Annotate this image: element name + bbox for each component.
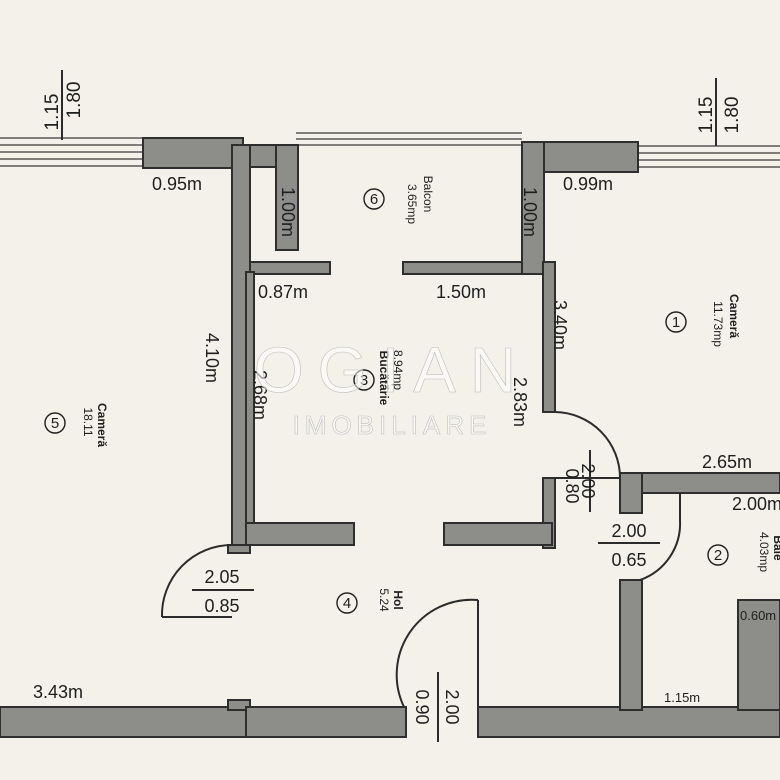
room-4-name: Hol [391, 590, 405, 609]
room-1-number: 1 [672, 314, 680, 331]
room-5-area: 18.11 [81, 407, 95, 436]
room-1-name: Cameră [727, 294, 741, 338]
room-5-camera: 5 Cameră 18.11 [44, 403, 109, 447]
room-3-area: 8.94mp [391, 350, 405, 390]
door-label-kitchen: 2.00 0.80 [562, 450, 598, 512]
room-4-number: 4 [343, 595, 351, 612]
room-6-number: 6 [370, 191, 378, 208]
door-room5 [160, 544, 233, 618]
window-right [636, 145, 780, 168]
room-6-balcon: 6 Balcon 3.65mp [363, 176, 435, 224]
dim-340: 3.40m [550, 300, 570, 350]
room-3-number: 3 [360, 372, 368, 389]
room-6-name: Balcon [421, 176, 435, 213]
watermark-logo: OGIAN IMOBILIARE [254, 334, 530, 441]
dim-100-right: 1.00m [520, 187, 540, 237]
dim-200-baie: 2.00m [732, 494, 780, 514]
svg-text:IMOBILIARE: IMOBILIARE [293, 410, 492, 440]
dim-087: 0.87m [258, 282, 308, 302]
door-label-entrance: 2.00 0.90 [412, 672, 462, 742]
door-label-room5: 2.05 0.85 [192, 567, 254, 616]
window-notation-right: 1.15 1.80 [696, 78, 743, 146]
dim-060: 0.60m [740, 608, 776, 623]
window-notation-left: 1.15 1.80 [42, 70, 85, 140]
room-3-name: Bucătărie [377, 351, 391, 406]
room-2-name: Baie [771, 535, 780, 561]
door-kitchen-top: 2.00 [578, 463, 598, 498]
door-entrance [395, 598, 479, 708]
dim-283: 2.83m [510, 377, 530, 427]
room-4-area: 5.24 [377, 588, 391, 612]
door-room5-bottom: 0.85 [204, 596, 239, 616]
dim-150: 1.50m [436, 282, 486, 302]
dim-265: 2.65m [702, 452, 752, 472]
door-kitchen [554, 411, 621, 479]
room-1-camera: 1 Cameră 11.73mp [665, 294, 741, 347]
door-room5-top: 2.05 [204, 567, 239, 587]
room-1-area: 11.73mp [711, 301, 725, 347]
dim-099: 0.99m [563, 174, 613, 194]
window-left-top: 1.15 [42, 94, 63, 131]
window-left [0, 137, 145, 167]
dim-268: 2.68m [250, 370, 270, 420]
svg-text:OGIAN: OGIAN [254, 334, 530, 406]
room-2-number: 2 [714, 547, 722, 564]
window-balcony [296, 132, 522, 146]
dim-115: 1.15m [664, 690, 700, 705]
room-3-bucatarie: 3 Bucătărie 8.94mp [353, 350, 405, 406]
walls [0, 137, 780, 738]
window-left-bottom: 1.80 [64, 82, 85, 119]
dim-410: 4.10m [202, 333, 222, 383]
window-right-top: 1.15 [696, 97, 717, 134]
dim-095: 0.95m [152, 174, 202, 194]
door-label-baie: 2.00 0.65 [598, 521, 660, 570]
room-6-area: 3.65mp [405, 184, 419, 224]
window-right-bottom: 1.80 [722, 97, 743, 134]
room-5-number: 5 [51, 415, 59, 432]
dim-343: 3.43m [33, 682, 83, 702]
room-5-name: Cameră [95, 403, 109, 447]
door-baie-top: 2.00 [611, 521, 646, 541]
room-2-area: 4.03mp [757, 532, 771, 572]
door-baie-bottom: 0.65 [611, 550, 646, 570]
room-4-hol: 4 Hol 5.24 [336, 588, 405, 614]
room-2-baie: 2 Baie 4.03mp [707, 532, 780, 572]
dim-100-left: 1.00m [278, 187, 298, 237]
door-entrance-top: 2.00 [442, 689, 462, 724]
door-entrance-bottom: 0.90 [412, 689, 432, 724]
door-kitchen-bottom: 0.80 [562, 468, 582, 503]
door-baie [639, 493, 682, 581]
